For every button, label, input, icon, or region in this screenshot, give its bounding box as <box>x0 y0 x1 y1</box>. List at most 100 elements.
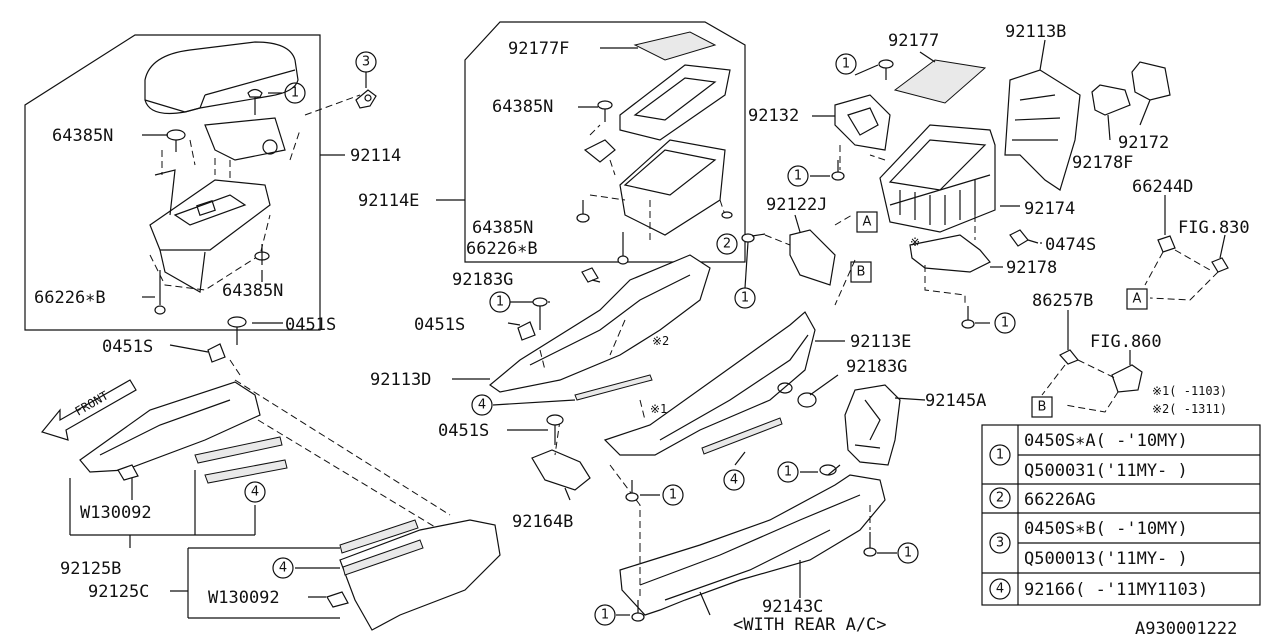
note-mark-2: ※2 <box>652 334 669 348</box>
console-panel-92125B-shape <box>79 381 261 473</box>
pin-icon <box>617 232 629 265</box>
group-86257B: 86257B FIG.860 ※1( -1103) ※2( -1311) B <box>1031 291 1227 418</box>
duct-92145A-shape <box>844 384 901 466</box>
callout-1: 1 <box>741 291 749 306</box>
note-mark-1: ※1 <box>650 402 667 416</box>
cap-92172-shape <box>1131 61 1171 101</box>
screw-icon <box>532 297 548 330</box>
strip-4-shape <box>342 539 424 576</box>
strip-4-shape <box>574 374 653 401</box>
legend-key-3: 3 <box>996 536 1004 551</box>
part-label-W130092: W130092 <box>80 503 152 523</box>
screw-icon <box>878 59 894 80</box>
legend-row: 0450S∗A( -'10MY) <box>1024 431 1188 451</box>
part-label-92183G: 92183G <box>846 357 907 377</box>
diagram-id: A930001222 <box>1135 619 1237 639</box>
screw-icon <box>597 100 613 122</box>
console-box-shape <box>149 179 271 251</box>
legend-table: 1 0450S∗A( -'10MY) Q500031('11MY- ) 2 66… <box>981 424 1261 606</box>
part-label-92174: 92174 <box>1024 199 1075 219</box>
strip-4b-shape <box>701 417 783 455</box>
group-duct: 92145A 92143C <WITH REAR A/C> 1 1 1 <box>594 384 986 635</box>
strip-4-shape <box>194 436 283 464</box>
callout-4: 4 <box>279 561 287 576</box>
part-label-92178F: 92178F <box>1072 153 1133 173</box>
screw-icon <box>819 464 841 476</box>
screw-icon <box>227 316 247 345</box>
clip-W130092-icon <box>117 464 139 481</box>
part-label-66226B: 66226∗B <box>34 288 106 308</box>
group-center-trim: 92183G 0451S 0451S 0451S 92113D 92113E 9… <box>102 254 911 545</box>
legend-key-2: 2 <box>996 491 1004 506</box>
part-label-92113D: 92113D <box>370 370 431 390</box>
callout-1: 1 <box>784 465 792 480</box>
part-label-86257B: 86257B <box>1032 291 1093 311</box>
callout-1: 1 <box>496 295 504 310</box>
clip-86257B-icon <box>1059 349 1079 365</box>
callout-4: 4 <box>730 473 738 488</box>
mat-92177-shape <box>893 59 987 104</box>
note-1: ※1( -1103) <box>1152 384 1227 398</box>
callout-1: 1 <box>291 86 299 101</box>
ref-box-A: A <box>1133 292 1142 307</box>
bin-92174-shape <box>879 124 996 233</box>
tray-shape <box>619 64 731 141</box>
screw-icon <box>247 88 263 115</box>
part-label-92183G: 92183G <box>452 270 513 290</box>
callout-1: 1 <box>904 546 912 561</box>
push-clip-icon <box>517 321 536 341</box>
legend-key-1: 1 <box>996 448 1004 463</box>
part-label-0451S: 0451S <box>102 337 153 357</box>
trim-92113E-shape <box>603 311 816 456</box>
clip-screw-icon <box>355 89 377 109</box>
clip-92183G-icon <box>581 267 599 283</box>
legend-row: 0450S∗B( -'10MY) <box>1024 519 1188 539</box>
callout-1: 1 <box>842 57 850 72</box>
part-label-FIG830: FIG.830 <box>1178 218 1250 238</box>
part-label-64385N: 64385N <box>222 281 283 301</box>
console-panel-92125C-shape <box>339 519 501 631</box>
part-label-92172: 92172 <box>1118 133 1169 153</box>
duct-92143C-shape <box>619 474 886 616</box>
part-label-0474S: 0474S <box>1045 235 1096 255</box>
part-label-92164B: 92164B <box>512 512 573 532</box>
cover-92178F-shape <box>1091 84 1131 116</box>
part-label-92114E: 92114E <box>358 191 419 211</box>
group-92125: FRONT W130092 92125B 92125C W130092 <box>40 359 501 631</box>
part-label-W130092: W130092 <box>208 588 280 608</box>
screw-icon <box>546 414 564 445</box>
legend-row: Q500031('11MY- ) <box>1024 461 1188 481</box>
bolt-icon <box>1009 229 1039 247</box>
part-label-92122J: 92122J <box>766 195 827 215</box>
part-label-64385N: 64385N <box>492 97 553 117</box>
screw-icon <box>576 200 590 223</box>
screw-icon <box>166 129 186 152</box>
part-label-66244D: 66244D <box>1132 177 1193 197</box>
part-label-0451S: 0451S <box>285 315 336 335</box>
callout-4: 4 <box>251 485 259 500</box>
clip-fig860-icon <box>1111 364 1143 393</box>
note-mark: ※ <box>910 235 920 249</box>
screw-icon <box>831 160 845 181</box>
bracket-92164B-shape <box>531 449 591 491</box>
bracket-92132-shape <box>834 94 891 151</box>
note-2: ※2( -1311) <box>1152 402 1227 416</box>
callout-1: 1 <box>794 169 802 184</box>
legend-row: 92166( -'11MY1103) <box>1024 580 1208 600</box>
legend-row: 66226AG <box>1024 490 1096 510</box>
part-label-66226B: 66226∗B <box>466 239 538 259</box>
part-label-0451S: 0451S <box>438 421 489 441</box>
clip-92183G-icon <box>797 392 817 408</box>
part-label-64385N: 64385N <box>472 218 533 238</box>
callout-1: 1 <box>669 488 677 503</box>
push-clip-icon <box>207 343 226 363</box>
callout-1: 1 <box>601 608 609 623</box>
part-label-92143C: 92143C <box>762 597 823 617</box>
part-label-92145A: 92145A <box>925 391 986 411</box>
part-label-92177F: 92177F <box>508 39 569 59</box>
callout-4: 4 <box>478 398 486 413</box>
ref-box-B: B <box>857 265 866 280</box>
part-label-92113B: 92113B <box>1005 22 1066 42</box>
legend-key-4: 4 <box>996 582 1004 597</box>
